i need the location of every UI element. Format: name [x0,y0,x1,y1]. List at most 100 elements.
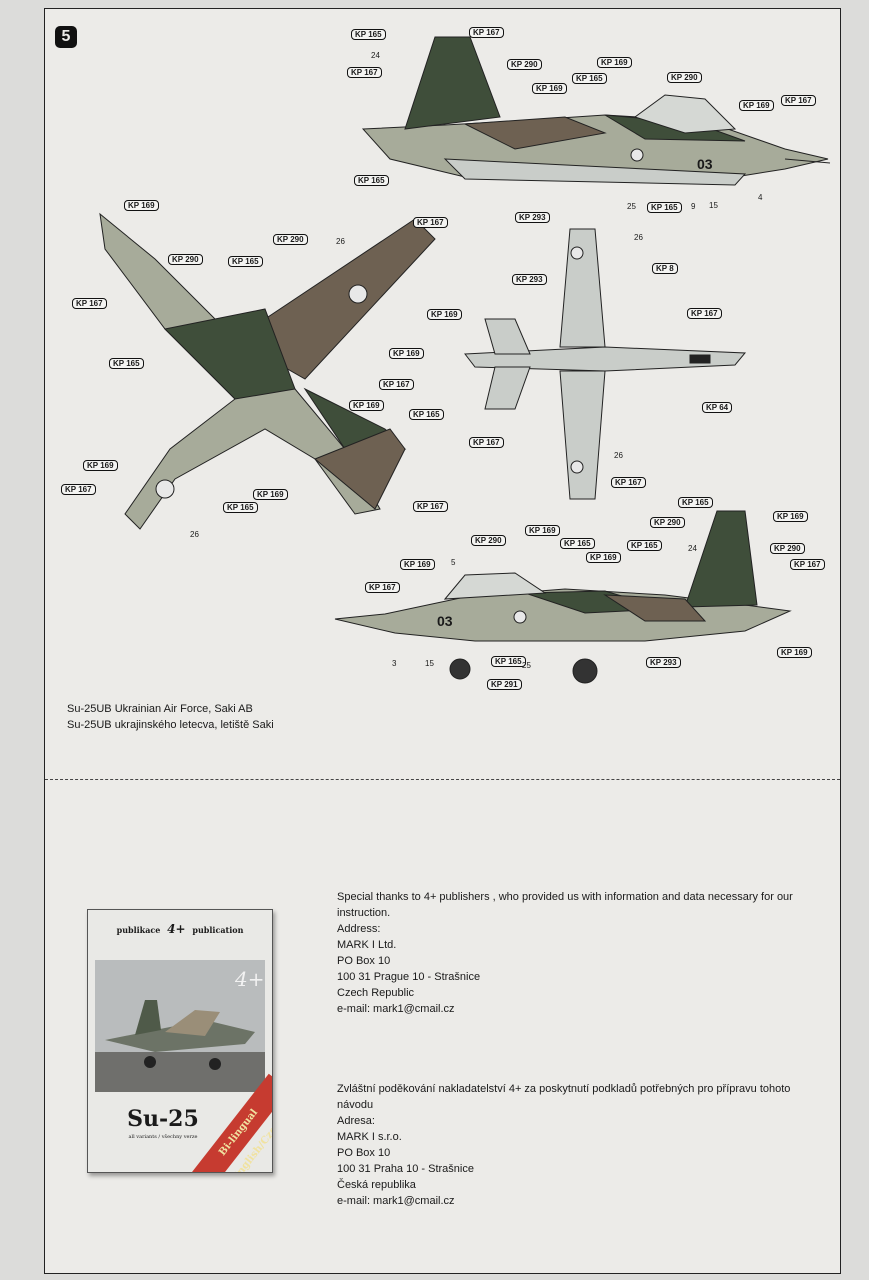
caption-english: Su-25UB Ukrainian Air Force, Saki AB [67,703,253,715]
book-cover-photo: 4+ [95,960,265,1092]
address-line: 100 31 Prague 10 - Strašnice [337,971,481,983]
address-line: MARK I s.r.o. [337,1131,402,1143]
page-number-badge: 5 [55,26,77,48]
number-9: 9 [691,202,696,211]
number-15: 15 [425,659,434,668]
callout-kp165: KP 165 [223,502,258,513]
callout-kp167: KP 167 [365,582,400,593]
callout-kp167: KP 167 [379,379,414,390]
number-24: 24 [688,544,697,553]
painting-guide-artwork [99,36,831,684]
side-profile-bottom [334,510,792,684]
underside-view [464,228,747,500]
callout-kp169: KP 169 [427,309,462,320]
address-line: Czech Republic [337,987,415,999]
number-26: 26 [614,451,623,460]
aircraft-caption: Su-25UB Ukrainian Air Force, Saki AB Su-… [67,701,274,733]
callout-kp290: KP 290 [168,254,203,265]
address-label-english: Address: [337,923,381,935]
callout-kp169: KP 169 [773,511,808,522]
callout-kp167: KP 167 [413,501,448,512]
callout-kp165: KP 165 [627,540,662,551]
callout-kp167: KP 167 [469,27,504,38]
callout-kp293: KP 293 [515,212,550,223]
number-5: 5 [451,558,456,567]
callout-kp64: KP 64 [702,402,733,413]
number-24: 24 [371,51,380,60]
number-25: 25 [522,661,531,670]
publisher-logo: 4+ [167,922,186,936]
callout-kp165: KP 165 [409,409,444,420]
callout-kp165: KP 165 [678,497,713,508]
callout-kp167: KP 167 [687,308,722,319]
info-english: Special thanks to 4+ publishers , who pr… [337,889,827,1017]
book-cover-image: publikace 4+ publication 4+ Su-25 all va… [87,909,273,1173]
callout-kp290: KP 290 [471,535,506,546]
book-subtitle: all variants / všechny verze [128,1134,198,1140]
callout-kp169: KP 169 [777,647,812,658]
callout-kp167: KP 167 [469,437,504,448]
side-profile-top [361,36,831,186]
callout-kp169: KP 169 [253,489,288,500]
thanks-czech: Zvláštní poděkování nakladatelství 4+ za… [337,1083,791,1111]
callout-kp169: KP 169 [586,552,621,563]
callout-kp165: KP 165 [647,202,682,213]
number-26: 26 [336,237,345,246]
callout-kp167: KP 167 [413,217,448,228]
callout-kp169: KP 169 [525,525,560,536]
callout-kp293: KP 293 [646,657,681,668]
callout-kp167: KP 167 [611,477,646,488]
address-line: Česká republika [337,1179,416,1191]
book-publisher-line: publikace 4+ publication [116,922,244,936]
callout-kp167: KP 167 [790,559,825,570]
address-label-czech: Adresa: [337,1115,375,1127]
number-26: 26 [634,233,643,242]
callout-kp167: KP 167 [61,484,96,495]
callout-kp169: KP 169 [597,57,632,68]
thanks-english: Special thanks to 4+ publishers , who pr… [337,891,793,919]
caption-czech: Su-25UB ukrajinského letecva, letiště Sa… [67,719,274,731]
number-4: 4 [758,193,763,202]
callout-kp169: KP 169 [532,83,567,94]
callout-kp169: KP 169 [389,348,424,359]
callout-kp165: KP 165 [491,656,526,667]
callout-kp165: KP 165 [560,538,595,549]
callout-kp290: KP 290 [507,59,542,70]
instruction-sheet: 5 [44,8,841,1274]
callout-kp290: KP 290 [770,543,805,554]
number-3: 3 [392,659,397,668]
callout-kp291: KP 291 [487,679,522,690]
cut-line-divider [45,779,840,780]
callout-kp169: KP 169 [739,100,774,111]
callout-kp165: KP 165 [572,73,607,84]
callout-kp169: KP 169 [349,400,384,411]
number-25: 25 [627,202,636,211]
address-line: PO Box 10 [337,1147,391,1159]
callout-kp167: KP 167 [781,95,816,106]
address-line: MARK I Ltd. [337,939,397,951]
number-15: 15 [709,201,718,210]
email-english: e-mail: mark1@cmail.cz [337,1003,455,1015]
callout-kp293: KP 293 [512,274,547,285]
callout-kp167: KP 167 [347,67,382,78]
address-line: PO Box 10 [337,955,391,967]
callout-kp169: KP 169 [83,460,118,471]
book-photo-logo: 4+ [234,967,264,991]
callout-kp169: KP 169 [400,559,435,570]
aircraft-serial: 03 [437,613,453,629]
number-26: 26 [190,530,199,539]
callout-kp165: KP 165 [228,256,263,267]
callout-kp290: KP 290 [273,234,308,245]
email-czech: e-mail: mark1@cmail.cz [337,1195,455,1207]
callout-kp167: KP 167 [72,298,107,309]
callout-kp165: KP 165 [351,29,386,40]
callout-kp290: KP 290 [667,72,702,83]
aircraft-serial: 03 [697,156,713,172]
top-view [99,212,436,530]
callout-kp165: KP 165 [354,175,389,186]
callout-kp169: KP 169 [124,200,159,211]
callout-kp290: KP 290 [650,517,685,528]
callout-kp165: KP 165 [109,358,144,369]
callout-kp8: KP 8 [652,263,678,274]
address-line: 100 31 Praha 10 - Strašnice [337,1163,474,1175]
